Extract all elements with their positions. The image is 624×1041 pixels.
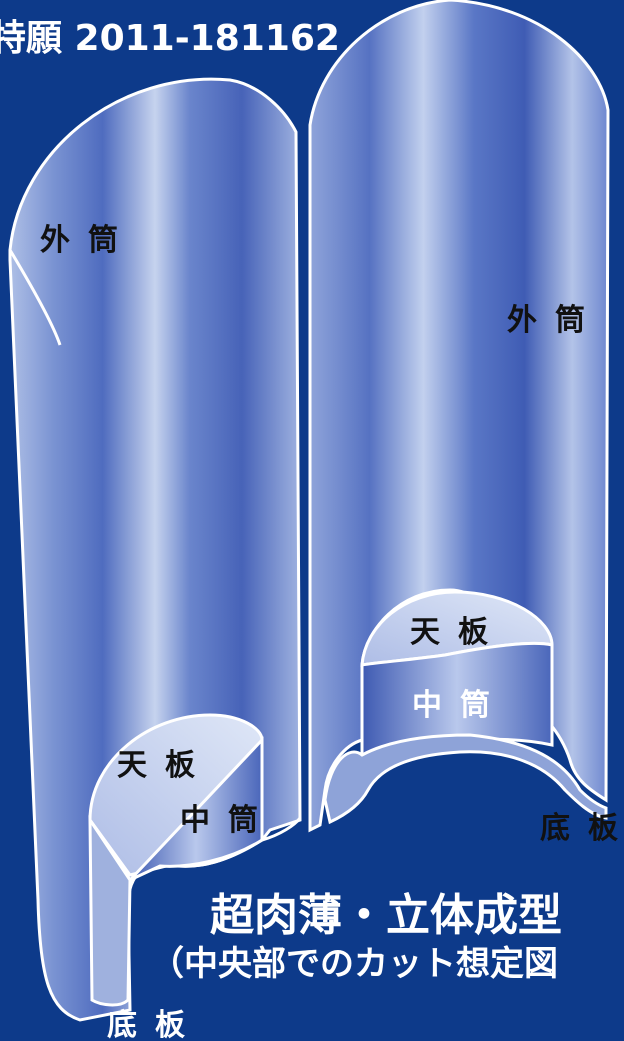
right-outer-label: 外筒 (507, 303, 603, 338)
right-top-label: 天板 (410, 615, 506, 650)
page-title: 特願 2011-181162 (0, 18, 340, 59)
left-inner-assembly (88, 713, 302, 1007)
right-bottom-label: 底板 (540, 811, 624, 846)
left-outer-label: 外筒 (40, 223, 136, 258)
caption-line1: 超肉薄・立体成型 (210, 890, 562, 941)
left-top-label: 天板 (117, 748, 213, 783)
right-bottom-plate (323, 733, 608, 825)
right-inner-label: 中筒 (412, 688, 508, 723)
left-inner-label: 中筒 (180, 803, 276, 838)
caption-line2: （中央部でのカット想定図 (150, 944, 558, 984)
left-bottom-label: 底板 (107, 1008, 203, 1041)
left-outer-shell (8, 77, 302, 1022)
